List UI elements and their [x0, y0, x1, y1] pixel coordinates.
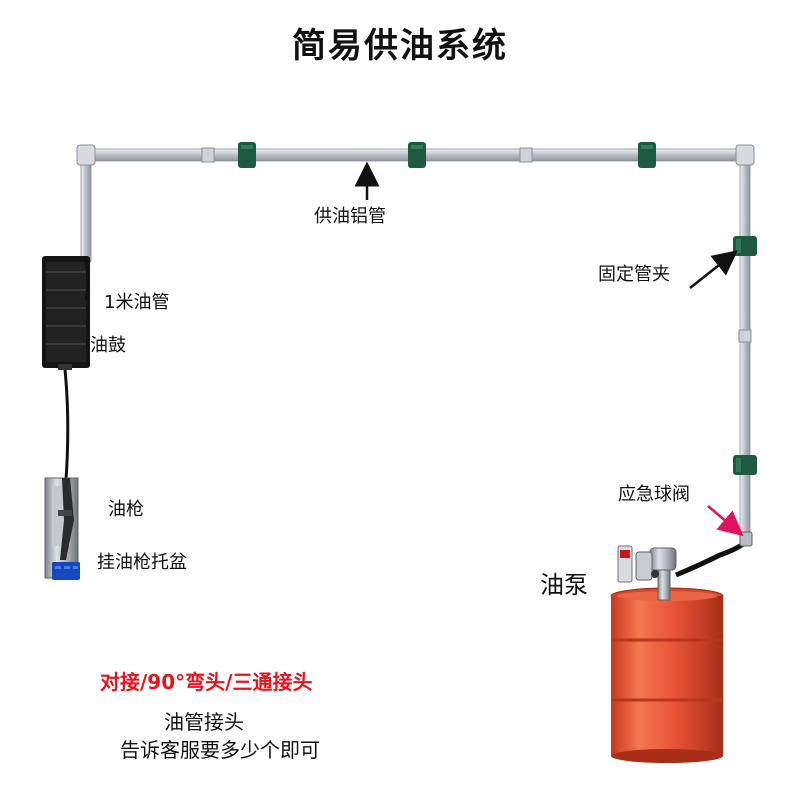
pipe-clamp	[733, 236, 757, 256]
label-contact-note: 告诉客服要多少个即可	[120, 734, 320, 763]
label-gun-tray: 挂油枪托盆	[97, 548, 187, 574]
label-oil-pump: 油泵	[540, 565, 588, 600]
label-pipe-clamp: 固定管夹	[598, 260, 670, 286]
label-fittings: 对接/90°弯头/三通接头	[100, 666, 312, 695]
hose-reel	[42, 256, 90, 370]
label-emergency-valve: 应急球阀	[618, 480, 690, 506]
left-elbow-fitting	[77, 145, 95, 165]
left-aluminum-pipe	[81, 152, 91, 262]
pipe-clamp	[238, 142, 256, 168]
pipe-clamp	[733, 455, 757, 475]
pipe-coupling	[739, 330, 751, 342]
gun-holder-tray	[45, 478, 80, 580]
label-hose-joint: 油管接头	[164, 706, 244, 735]
label-one-meter-hose: 1米油管	[104, 288, 169, 314]
label-hose-reel: 油鼓	[90, 331, 126, 357]
label-aluminum-pipe: 供油铝管	[314, 202, 386, 228]
oil-barrel	[611, 588, 723, 763]
right-elbow-fitting	[736, 145, 754, 165]
emergency-ball-valve	[740, 532, 752, 546]
pipe-clamp	[638, 142, 656, 168]
pipe-clamp	[408, 142, 426, 168]
valve-arrow	[708, 506, 734, 528]
pipe-coupling	[202, 148, 214, 162]
pipe-coupling	[520, 148, 532, 162]
clamp-arrow	[690, 258, 728, 288]
page-title: 简易供油系统	[0, 18, 800, 67]
label-oil-gun: 油枪	[108, 495, 144, 521]
pump-outlet-hose	[676, 540, 748, 575]
right-aluminum-pipe	[740, 152, 750, 544]
